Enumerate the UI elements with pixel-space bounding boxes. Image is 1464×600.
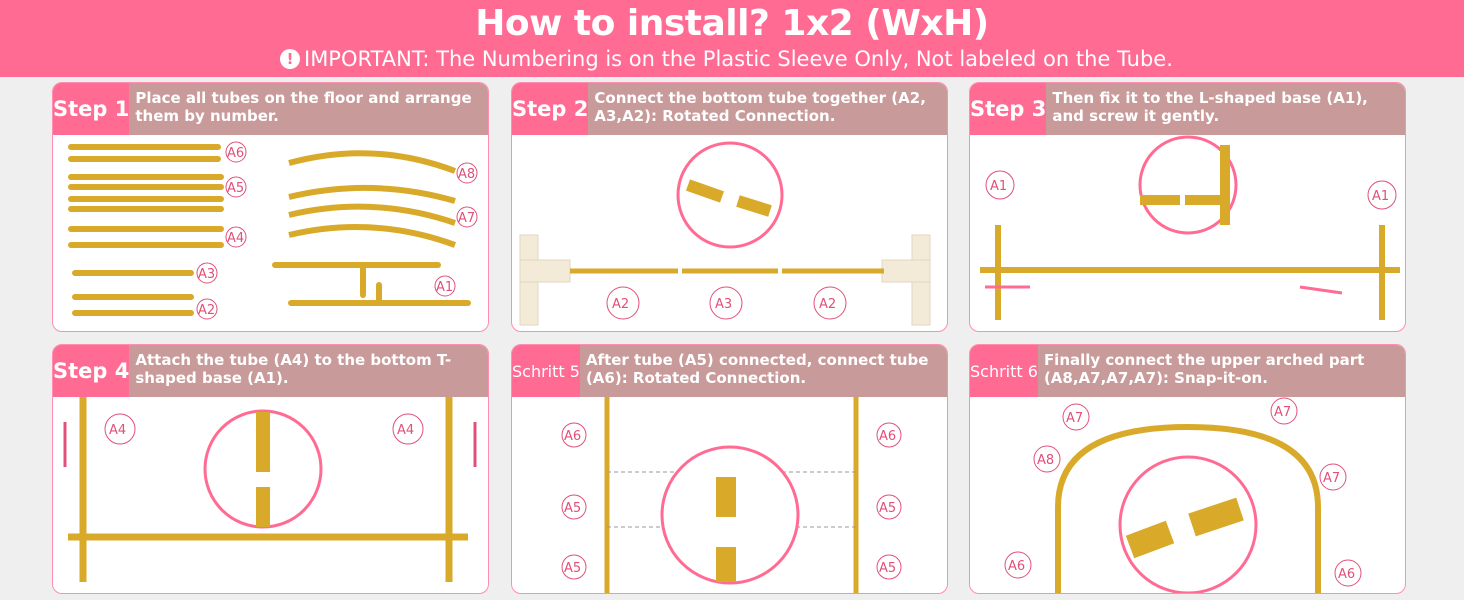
important-note: !IMPORTANT: The Numbering is on the Plas… bbox=[110, 46, 1464, 72]
base-attach-illustration: A1 A1 bbox=[980, 135, 1400, 320]
step-label: Step 2 bbox=[512, 83, 589, 135]
part-label: A3 bbox=[715, 297, 732, 312]
part-label: A5 bbox=[879, 561, 896, 576]
part-label: A6 bbox=[1338, 567, 1355, 582]
step-description: Then fix it to the L-shaped base (A1), a… bbox=[1052, 89, 1368, 125]
step-description: Finally connect the upper arched part (A… bbox=[1043, 351, 1365, 387]
step-description: After tube (A5) connected, connect tube … bbox=[585, 351, 929, 387]
exclamation-icon: ! bbox=[280, 49, 300, 69]
part-label: A5 bbox=[227, 181, 244, 196]
part-label: A6 bbox=[1008, 559, 1025, 574]
part-label: A2 bbox=[819, 297, 836, 312]
step-description: Attach the tube (A4) to the bottom T-sha… bbox=[135, 351, 452, 387]
step-description: Connect the bottom tube together (A2, A3… bbox=[594, 89, 926, 125]
part-label: A8 bbox=[1037, 453, 1054, 468]
bottom-tube-illustration: A2 A3 A2 bbox=[519, 141, 931, 326]
step-description: Place all tubes on the floor and arrange… bbox=[135, 89, 472, 125]
part-label: A6 bbox=[564, 429, 581, 444]
part-label: A2 bbox=[198, 303, 215, 318]
part-label: A5 bbox=[564, 561, 581, 576]
upright-tube-illustration: A6 A5 A5 A6 A5 A5 bbox=[561, 397, 902, 593]
important-text: IMPORTANT: The Numbering is on the Plast… bbox=[304, 47, 1173, 71]
vertical-tube-illustration: A4 A4 bbox=[63, 397, 477, 582]
part-label: A4 bbox=[397, 423, 414, 438]
detail-circle bbox=[676, 141, 784, 249]
title-banner: How to install? 1x2 (WxH) !IMPORTANT: Th… bbox=[0, 0, 1464, 77]
step-label: Step 1 bbox=[53, 83, 130, 135]
part-label: A5 bbox=[564, 501, 581, 516]
part-label: A7 bbox=[458, 211, 475, 226]
part-label: A6 bbox=[879, 429, 896, 444]
step-label: Step 3 bbox=[970, 83, 1047, 135]
part-label: A4 bbox=[109, 423, 126, 438]
part-label: A1 bbox=[990, 179, 1007, 194]
part-label: A7 bbox=[1066, 411, 1083, 426]
part-label: A7 bbox=[1323, 471, 1340, 486]
part-label: A6 bbox=[227, 146, 244, 161]
part-label: A8 bbox=[458, 167, 475, 182]
part-label: A1 bbox=[1372, 189, 1389, 204]
part-label: A5 bbox=[879, 501, 896, 516]
tubes-layout-illustration: A6 A5 A4 A3 A2 A8 A7 A1 bbox=[68, 141, 478, 320]
part-label: A4 bbox=[227, 231, 244, 246]
part-label: A7 bbox=[1274, 405, 1291, 420]
step-label: Schritt 6 bbox=[970, 345, 1038, 397]
step-label: Step 4 bbox=[53, 345, 130, 397]
arch-illustration: A7 A7 A8 A7 A6 A6 bbox=[1004, 397, 1362, 593]
part-label: A1 bbox=[436, 280, 453, 295]
step-label: Schritt 5 bbox=[512, 345, 580, 397]
part-label: A3 bbox=[198, 267, 215, 282]
page-title: How to install? 1x2 (WxH) bbox=[475, 3, 989, 44]
part-label: A2 bbox=[612, 297, 629, 312]
